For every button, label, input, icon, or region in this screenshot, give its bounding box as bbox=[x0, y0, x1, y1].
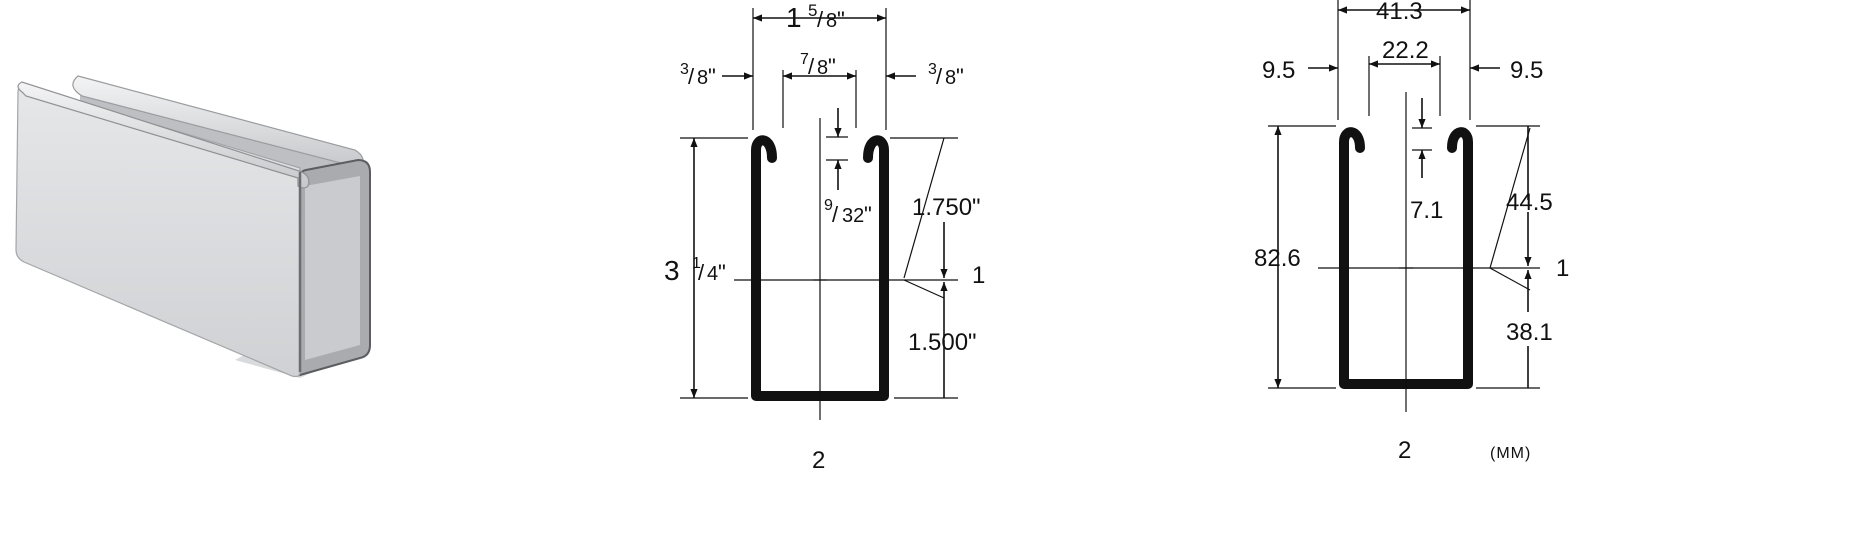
slot-width-den: 8 bbox=[817, 57, 828, 79]
upper-to-axis-imperial: 1.750" bbox=[912, 194, 981, 221]
svg-text:/: / bbox=[832, 202, 839, 227]
slot-width-metric: 22.2 bbox=[1382, 37, 1429, 64]
overall-width-whole: 1 bbox=[786, 2, 802, 33]
height-den: 4 bbox=[707, 263, 718, 285]
height-metric: 82.6 bbox=[1254, 245, 1301, 272]
upper-to-axis-metric: 44.5 bbox=[1506, 189, 1553, 216]
channel-3d-view bbox=[15, 75, 371, 378]
left-lip-num: 3 bbox=[680, 61, 689, 78]
lip-depth-metric: 7.1 bbox=[1410, 197, 1443, 224]
slot-width-unit: " bbox=[828, 54, 836, 79]
left-lip-unit: " bbox=[708, 64, 716, 89]
right-lip-metric: 9.5 bbox=[1510, 57, 1543, 84]
height-whole: 3 bbox=[664, 255, 680, 286]
lower-to-axis-imperial: 1.500" bbox=[908, 329, 977, 356]
axis-1-label-imperial: 1 bbox=[972, 262, 985, 289]
axis-1-label-metric: 1 bbox=[1556, 255, 1569, 282]
right-lip-den: 8 bbox=[945, 67, 956, 89]
unit-label: (MM) bbox=[1490, 445, 1531, 462]
metric-section: 41.3 22.2 9.5 9.5 7.1 82.6 44.5 38.1 1 2… bbox=[1254, 0, 1569, 464]
overall-width-den: 8 bbox=[826, 10, 837, 32]
overall-width-unit: " bbox=[837, 7, 845, 32]
svg-text:/: / bbox=[698, 260, 705, 285]
axis-2-label-metric: 2 bbox=[1398, 437, 1411, 464]
axis-2-label-imperial: 2 bbox=[812, 447, 825, 474]
left-lip-metric: 9.5 bbox=[1262, 57, 1295, 84]
lower-to-axis-metric: 38.1 bbox=[1506, 319, 1553, 346]
height-num: 1 bbox=[692, 255, 701, 272]
slot-width-num: 7 bbox=[800, 51, 809, 68]
right-lip-unit: " bbox=[956, 64, 964, 89]
lip-depth-den: 32 bbox=[842, 205, 864, 227]
overall-width-metric: 41.3 bbox=[1376, 0, 1423, 25]
svg-text:/: / bbox=[688, 64, 695, 89]
height-unit: " bbox=[718, 260, 726, 285]
imperial-section: 1 5 / 8 " 7 / 8 " 3 / 8 " 3 / 8 " 9 / 32… bbox=[664, 1, 985, 474]
svg-text:/: / bbox=[817, 7, 824, 32]
right-lip-num: 3 bbox=[928, 61, 937, 78]
lip-depth-unit: " bbox=[864, 202, 872, 227]
left-lip-den: 8 bbox=[697, 67, 708, 89]
lip-depth-num: 9 bbox=[824, 197, 833, 214]
svg-text:/: / bbox=[936, 64, 943, 89]
overall-width-num: 5 bbox=[808, 1, 817, 20]
svg-text:/: / bbox=[808, 54, 815, 79]
